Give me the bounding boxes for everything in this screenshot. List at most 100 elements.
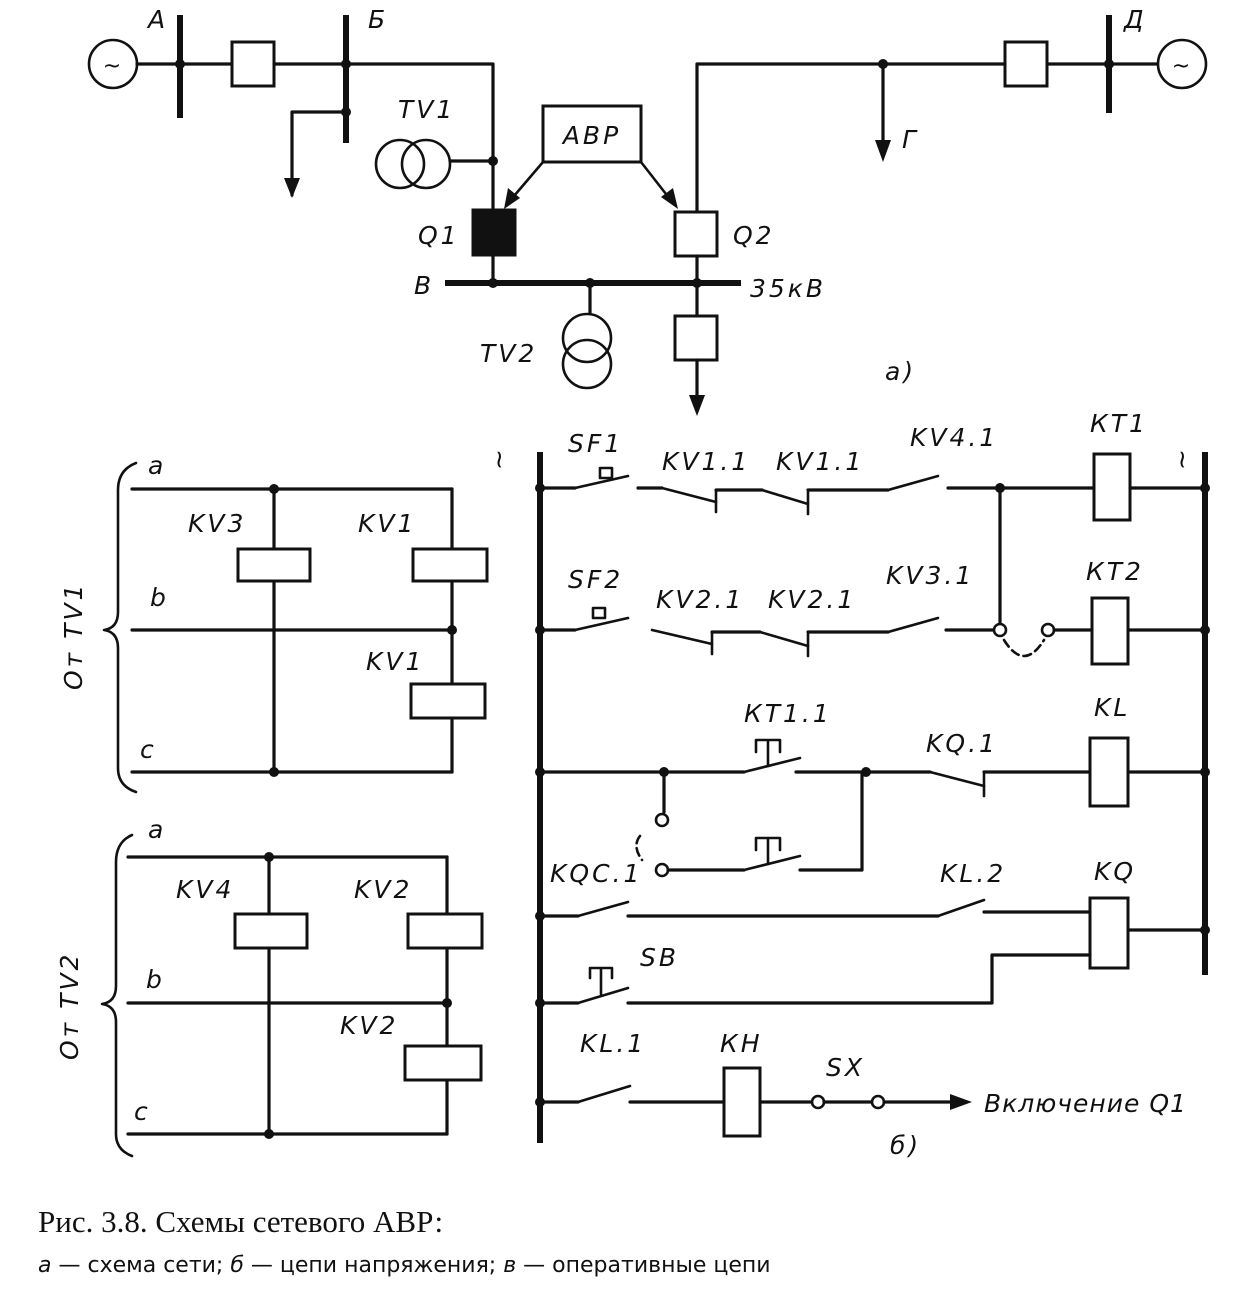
figure-caption: Рис. 3.8. Схемы сетевого АВР: а — схема …	[38, 1204, 771, 1278]
row-kl: КТ1.1 KQ.1 KL	[535, 693, 1210, 878]
row-kh: KL.1 КН SX Включение Q1	[535, 1029, 1187, 1138]
caption-b-text: — цепи напряжения;	[244, 1253, 503, 1278]
kv3-1-label: KV3.1	[886, 561, 974, 590]
output-label: Включение Q1	[984, 1089, 1187, 1118]
phase-a-tv2: a	[148, 815, 166, 844]
caption-legend: а — схема сети; б — цепи напряжения; в —…	[38, 1253, 771, 1278]
load-arrow-b	[284, 178, 300, 198]
kv1-1a-label: KV1.1	[662, 447, 750, 476]
ac-right: ~	[1167, 446, 1196, 470]
relay-kv1-bc	[409, 682, 487, 720]
ac-left: ~	[484, 446, 513, 470]
voltage-circuits-tv1: От TV1 a b c KV3 KV1 KV1	[59, 451, 489, 794]
row-sb: SB	[535, 943, 1092, 1008]
phase-c-tv1: c	[140, 735, 157, 764]
relay-kt1	[1092, 452, 1132, 522]
caption-title: Рис. 3.8. Схемы сетевого АВР:	[38, 1204, 443, 1239]
breaker-d	[1003, 40, 1049, 88]
generator-a-symbol: ~	[103, 54, 123, 79]
load-arrow-g	[875, 140, 891, 162]
q2-label: Q2	[733, 221, 775, 250]
avr-arrow-q2	[661, 188, 678, 209]
generator-a: ~	[87, 38, 139, 90]
kv1-label-1: KV1	[358, 509, 416, 538]
kv2-label-2: KV2	[340, 1011, 398, 1040]
relay-kv3	[236, 547, 312, 583]
breaker-a-b	[230, 40, 276, 88]
sf2-label: SF2	[568, 565, 623, 594]
kt1-label: КТ1	[1090, 409, 1148, 438]
relay-kv2-ab	[406, 912, 484, 950]
caption-a-text: — схема сети;	[51, 1253, 230, 1278]
tv1-label: TV1	[398, 95, 455, 124]
relay-kv1-ab	[411, 547, 489, 583]
tv1-transformer	[374, 138, 495, 190]
kv2-label-1: KV2	[354, 875, 412, 904]
relay-kh	[722, 1066, 762, 1138]
kt2-label: КТ2	[1086, 557, 1144, 586]
kv1-1b-label: KV1.1	[776, 447, 864, 476]
kt1-1-label: КТ1.1	[744, 699, 832, 728]
relay-kl	[1088, 736, 1130, 808]
relay-kq	[1088, 896, 1130, 970]
voltage-label: 35кВ	[750, 274, 826, 303]
kh-label: КН	[720, 1029, 763, 1058]
relay-kt2	[1090, 596, 1130, 666]
caption-b-letter: б	[230, 1253, 244, 1278]
kv4-1-label: KV4.1	[910, 423, 998, 452]
breaker-q1	[471, 208, 517, 257]
kv3-label: KV3	[188, 509, 246, 538]
kv2-1a-label: KV2.1	[656, 585, 744, 614]
avr-box	[541, 104, 643, 164]
caption-v-letter: в	[503, 1253, 516, 1278]
kv2-1b-label: KV2.1	[768, 585, 856, 614]
tv2-label: TV2	[480, 339, 537, 368]
kq-1-label: KQ.1	[926, 729, 998, 758]
q1-label: Q1	[418, 221, 460, 250]
generator-d: ~	[1156, 38, 1208, 90]
operative-circuits: ~ ~ SF1 KV1.1 KV1.1 KV4.1 КТ1	[484, 409, 1210, 1160]
row-kt2: SF2 KV2.1 KV2.1 KV3.1 КТ2	[535, 486, 1210, 666]
kl-2-label: KL.2	[940, 859, 1006, 888]
sx-terminal-1	[810, 1094, 826, 1110]
row-kt1: SF1 KV1.1 KV1.1 KV4.1 КТ1	[535, 409, 1210, 522]
avr-arrow-q1	[504, 188, 520, 209]
phase-c-tv2: c	[134, 1097, 151, 1126]
output-arrow	[950, 1094, 972, 1110]
load-arrow-feeder	[689, 395, 705, 416]
kl-1-label: KL.1	[580, 1029, 646, 1058]
from-tv1-label: От TV1	[59, 582, 88, 690]
phase-b-tv1: b	[150, 583, 169, 612]
bus-a-label: А	[146, 5, 168, 34]
row-kq: KQC.1 KL.2 KQ	[535, 857, 1210, 970]
g-label: Г	[902, 125, 919, 154]
part-a-label: а)	[885, 357, 916, 386]
sf1-label: SF1	[568, 429, 623, 458]
bus-b-label: Б	[368, 5, 388, 34]
bus-v-label: В	[414, 271, 434, 300]
avr-label: АВР	[561, 121, 621, 150]
phase-a-tv1: a	[148, 451, 166, 480]
relay-kv4	[233, 912, 309, 950]
from-tv2-label: От TV2	[55, 952, 84, 1060]
tv2-transformer	[561, 312, 613, 390]
part-b-label: б)	[890, 1131, 921, 1160]
generator-d-symbol: ~	[1172, 54, 1192, 79]
breaker-feeder	[673, 314, 719, 362]
voltage-circuits-tv2: От TV2 a b c KV4 KV2 KV2	[55, 815, 484, 1158]
bus-d-label: Д	[1123, 5, 1147, 34]
network-scheme: ~ А Б TV1 Q1 АВР	[87, 5, 1208, 416]
sx-terminal-2	[870, 1094, 886, 1110]
relay-kv2-bc	[403, 1044, 483, 1082]
sx-label: SX	[826, 1053, 865, 1082]
caption-v-text: — оперативные цепи	[516, 1253, 770, 1278]
kl-label: KL	[1094, 693, 1130, 722]
kqc-1-label: KQC.1	[550, 859, 642, 888]
kq-label: KQ	[1094, 857, 1136, 886]
phase-b-tv2: b	[146, 965, 165, 994]
breaker-q2	[673, 210, 719, 258]
caption-a-letter: а	[38, 1253, 51, 1278]
kv1-label-2: KV1	[366, 647, 424, 676]
sb-label: SB	[640, 943, 679, 972]
